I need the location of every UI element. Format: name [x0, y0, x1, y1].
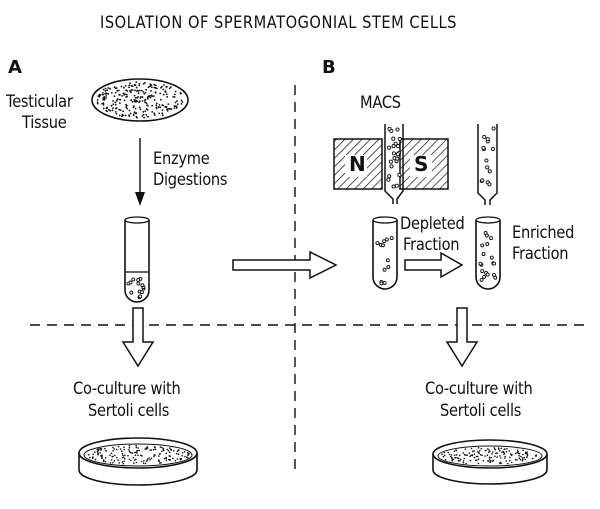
coculture-a-line2: Sertoli cells — [88, 401, 170, 421]
tissue-label-line2: Tissue — [22, 113, 67, 133]
enriched-label-line2: Fraction — [512, 244, 569, 264]
macs-column — [384, 124, 404, 204]
digestion-arrow — [135, 138, 145, 206]
panel-a-label: A — [8, 57, 22, 78]
panel-b-label: B — [322, 57, 336, 78]
elution-column — [477, 124, 498, 205]
diagram-title: ISOLATION OF SPERMATOGONIAL STEM CELLS — [100, 13, 457, 33]
enriched-label-line1: Enriched — [512, 223, 575, 243]
enzyme-label-line1: Enzyme — [153, 149, 210, 169]
magnet-n-label: N — [349, 152, 366, 176]
tissue-label-line1: Testicular — [6, 92, 73, 112]
depleted-fraction-tube — [372, 216, 398, 290]
depleted-label-line1: Depleted — [400, 214, 465, 234]
culture-dish-a — [78, 437, 198, 486]
coculture-b-line1: Co-culture with — [425, 379, 533, 399]
testicular-tissue-ellipse — [91, 78, 189, 122]
culture-dish-b — [432, 439, 548, 485]
coculture-b-line2: Sertoli cells — [440, 401, 522, 421]
coculture-a-line1: Co-culture with — [73, 379, 181, 399]
fraction-arrow — [404, 251, 464, 279]
transfer-arrow — [232, 250, 338, 280]
panel-a-down-arrow — [121, 307, 155, 368]
panel-b-down-arrow — [445, 307, 479, 368]
magnet-s-label: S — [414, 152, 429, 176]
enriched-fraction-tube — [475, 216, 501, 290]
magnet-south — [399, 138, 449, 190]
digest-tube — [124, 216, 150, 303]
enzyme-label-line2: Digestions — [153, 170, 228, 190]
depleted-label-line2: Fraction — [403, 235, 460, 255]
macs-label: MACS — [360, 93, 401, 113]
